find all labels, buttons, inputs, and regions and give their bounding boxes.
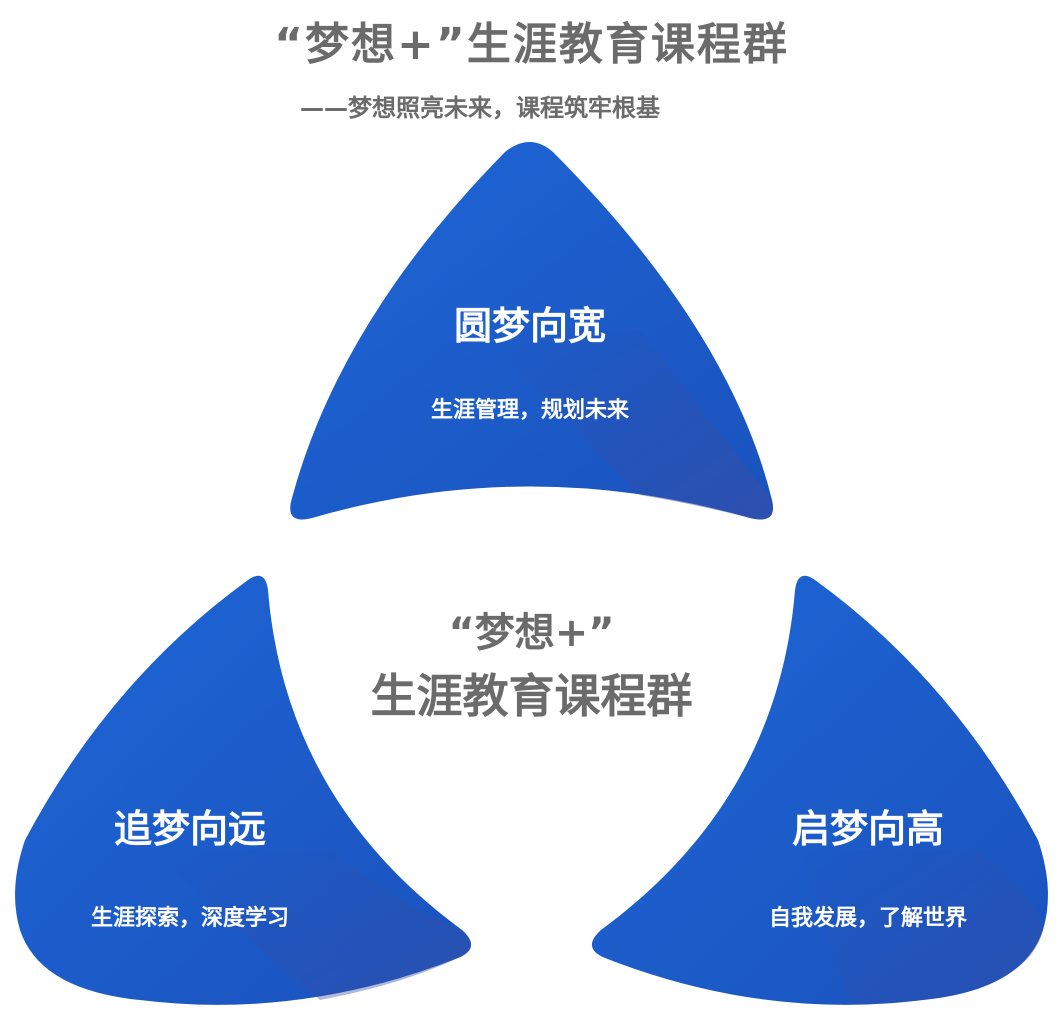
petal-right-shadow [800, 850, 1043, 1004]
petal-top-title: 圆梦向宽 [453, 304, 606, 348]
petal-right-subtitle: 自我发展，了解世界 [768, 906, 967, 931]
petal-left-shadow [150, 850, 472, 1000]
page-subtitle: ——梦想照亮未来，课程筑牢根基 [300, 94, 660, 122]
petal-left-subtitle: 生涯探索，深度学习 [90, 906, 289, 931]
page-title: “梦想+”生涯教育课程群 [274, 19, 789, 70]
petal-top-subtitle: 生涯管理，规划未来 [430, 398, 629, 423]
petal-left-title: 追梦向远 [113, 807, 266, 851]
petal-right-title: 启梦向高 [791, 807, 944, 851]
petal-top-shadow [480, 330, 774, 520]
center-label-line2: 生涯教育课程群 [370, 669, 693, 723]
center-label-line1: “梦想+” [448, 610, 615, 656]
